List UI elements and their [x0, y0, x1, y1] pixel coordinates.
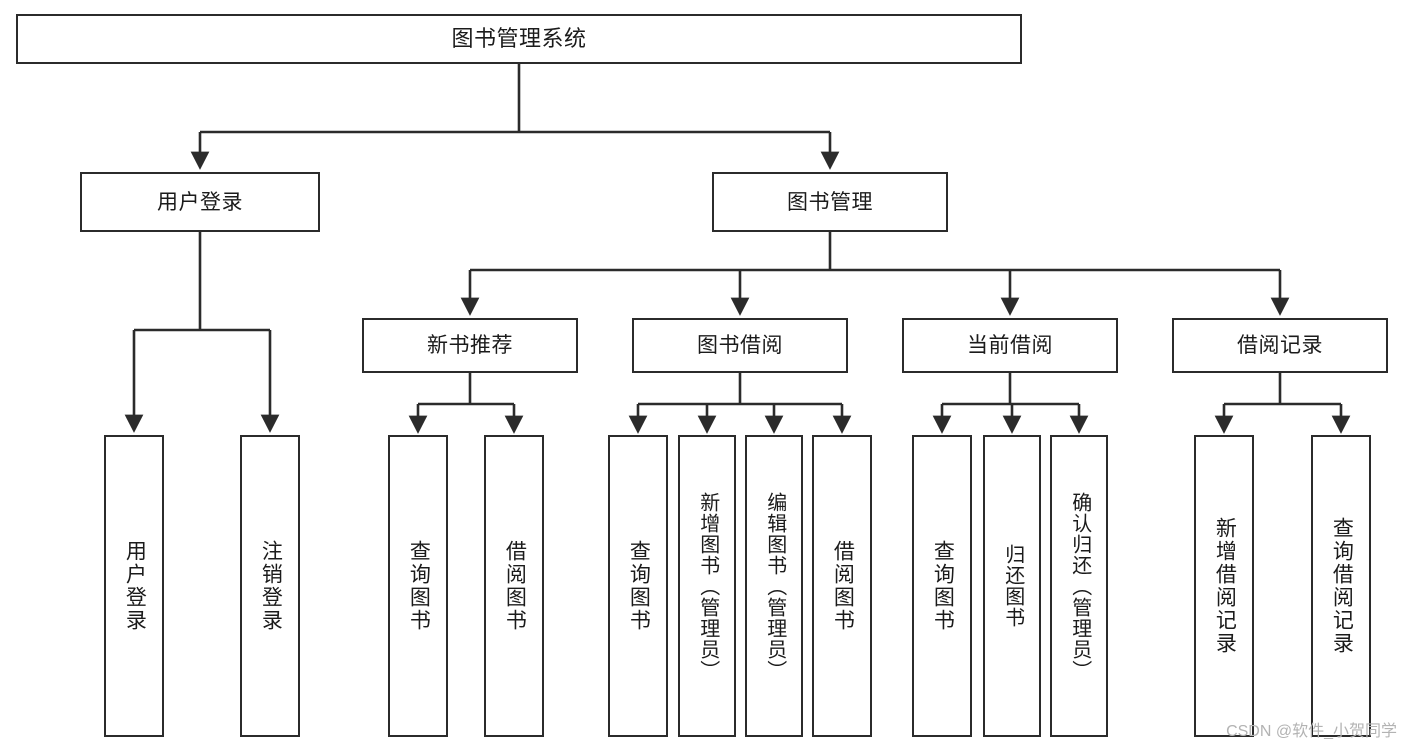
node-leaf-add-record-label: 新增借阅记录 [1213, 517, 1237, 655]
node-leaf-edit-book-label: 编辑图书（管理员） [763, 491, 786, 681]
node-leaf-query-book-3[interactable]: 查询图书 [912, 435, 972, 737]
node-leaf-add-book[interactable]: 新增图书（管理员） [678, 435, 736, 737]
node-leaf-add-record[interactable]: 新增借阅记录 [1194, 435, 1254, 737]
node-leaf-confirm-return[interactable]: 确认归还（管理员） [1050, 435, 1108, 737]
node-user-login-label: 用户登录 [157, 190, 243, 214]
node-leaf-confirm-return-label: 确认归还（管理员） [1068, 491, 1091, 681]
node-current-borrow[interactable]: 当前借阅 [902, 318, 1118, 373]
node-new-book-rec-label: 新书推荐 [427, 334, 513, 357]
node-borrow-record-label: 借阅记录 [1237, 334, 1323, 357]
node-leaf-borrow-book-2-label: 借阅图书 [831, 540, 855, 632]
node-leaf-query-record[interactable]: 查询借阅记录 [1311, 435, 1371, 737]
node-leaf-edit-book[interactable]: 编辑图书（管理员） [745, 435, 803, 737]
node-leaf-user-login[interactable]: 用户登录 [104, 435, 164, 737]
node-leaf-return-book-label: 归还图书 [1001, 544, 1024, 628]
node-leaf-add-book-label: 新增图书（管理员） [696, 491, 719, 681]
node-book-manage[interactable]: 图书管理 [712, 172, 948, 232]
node-leaf-logout-label: 注销登录 [259, 540, 283, 632]
node-leaf-logout[interactable]: 注销登录 [240, 435, 300, 737]
node-leaf-borrow-book-1-label: 借阅图书 [503, 540, 527, 632]
csdn-watermark: CSDN @软件_小贺同学 [1226, 723, 1397, 740]
node-leaf-query-book-2-label: 查询图书 [627, 540, 651, 632]
node-leaf-borrow-book-1[interactable]: 借阅图书 [484, 435, 544, 737]
node-book-borrow[interactable]: 图书借阅 [632, 318, 848, 373]
node-book-manage-label: 图书管理 [787, 190, 873, 214]
node-leaf-borrow-book-2[interactable]: 借阅图书 [812, 435, 872, 737]
node-leaf-query-book-3-label: 查询图书 [931, 540, 955, 632]
node-book-borrow-label: 图书借阅 [697, 334, 783, 357]
node-root-label: 图书管理系统 [451, 26, 587, 51]
node-user-login[interactable]: 用户登录 [80, 172, 320, 232]
node-leaf-user-login-label: 用户登录 [123, 540, 147, 632]
node-leaf-query-book-2[interactable]: 查询图书 [608, 435, 668, 737]
node-root[interactable]: 图书管理系统 [16, 14, 1022, 64]
node-leaf-query-record-label: 查询借阅记录 [1330, 517, 1354, 655]
node-borrow-record[interactable]: 借阅记录 [1172, 318, 1388, 373]
node-leaf-query-book-1[interactable]: 查询图书 [388, 435, 448, 737]
node-current-borrow-label: 当前借阅 [967, 334, 1053, 357]
node-leaf-return-book[interactable]: 归还图书 [983, 435, 1041, 737]
node-new-book-rec[interactable]: 新书推荐 [362, 318, 578, 373]
node-leaf-query-book-1-label: 查询图书 [407, 540, 431, 632]
